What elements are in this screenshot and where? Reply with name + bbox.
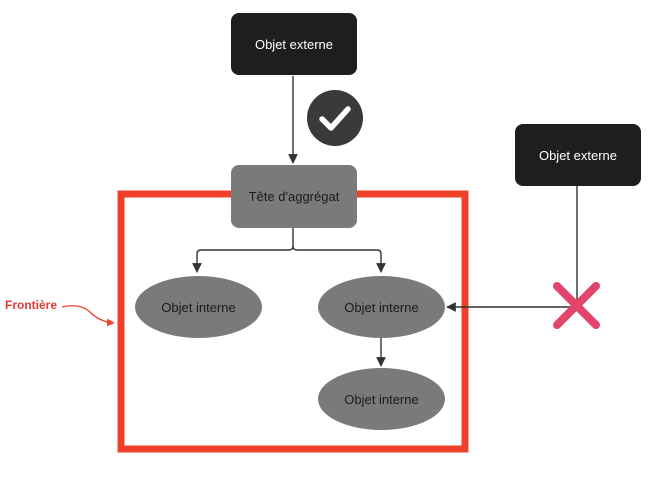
external-object-top: Objet externe (231, 13, 357, 75)
internal-object-left-label: Objet interne (161, 299, 236, 315)
internal-object-bottom: Objet interne (318, 368, 445, 430)
arrow-root-to-internal-left (192, 228, 294, 273)
external-object-right-label: Objet externe (538, 147, 618, 163)
checkmark-icon (307, 90, 363, 146)
internal-object-right-label: Objet interne (344, 299, 419, 315)
boundary-pointer (61, 305, 115, 327)
aggregate-root-label: Tête d'aggrégat (248, 189, 340, 204)
external-object-right: Objet externe (515, 124, 641, 186)
internal-object-right: Objet interne (318, 276, 445, 338)
internal-object-left: Objet interne (135, 276, 262, 338)
external-object-top-label: Objet externe (254, 36, 334, 52)
aggregate-root: Tête d'aggrégat (231, 165, 357, 228)
internal-object-bottom-label: Objet interne (344, 391, 419, 407)
boundary-label: Frontière (5, 298, 57, 312)
arrow-root-to-internal-right (292, 245, 386, 273)
cross-icon (553, 282, 600, 329)
boundary-label-text: Frontière (5, 298, 58, 312)
